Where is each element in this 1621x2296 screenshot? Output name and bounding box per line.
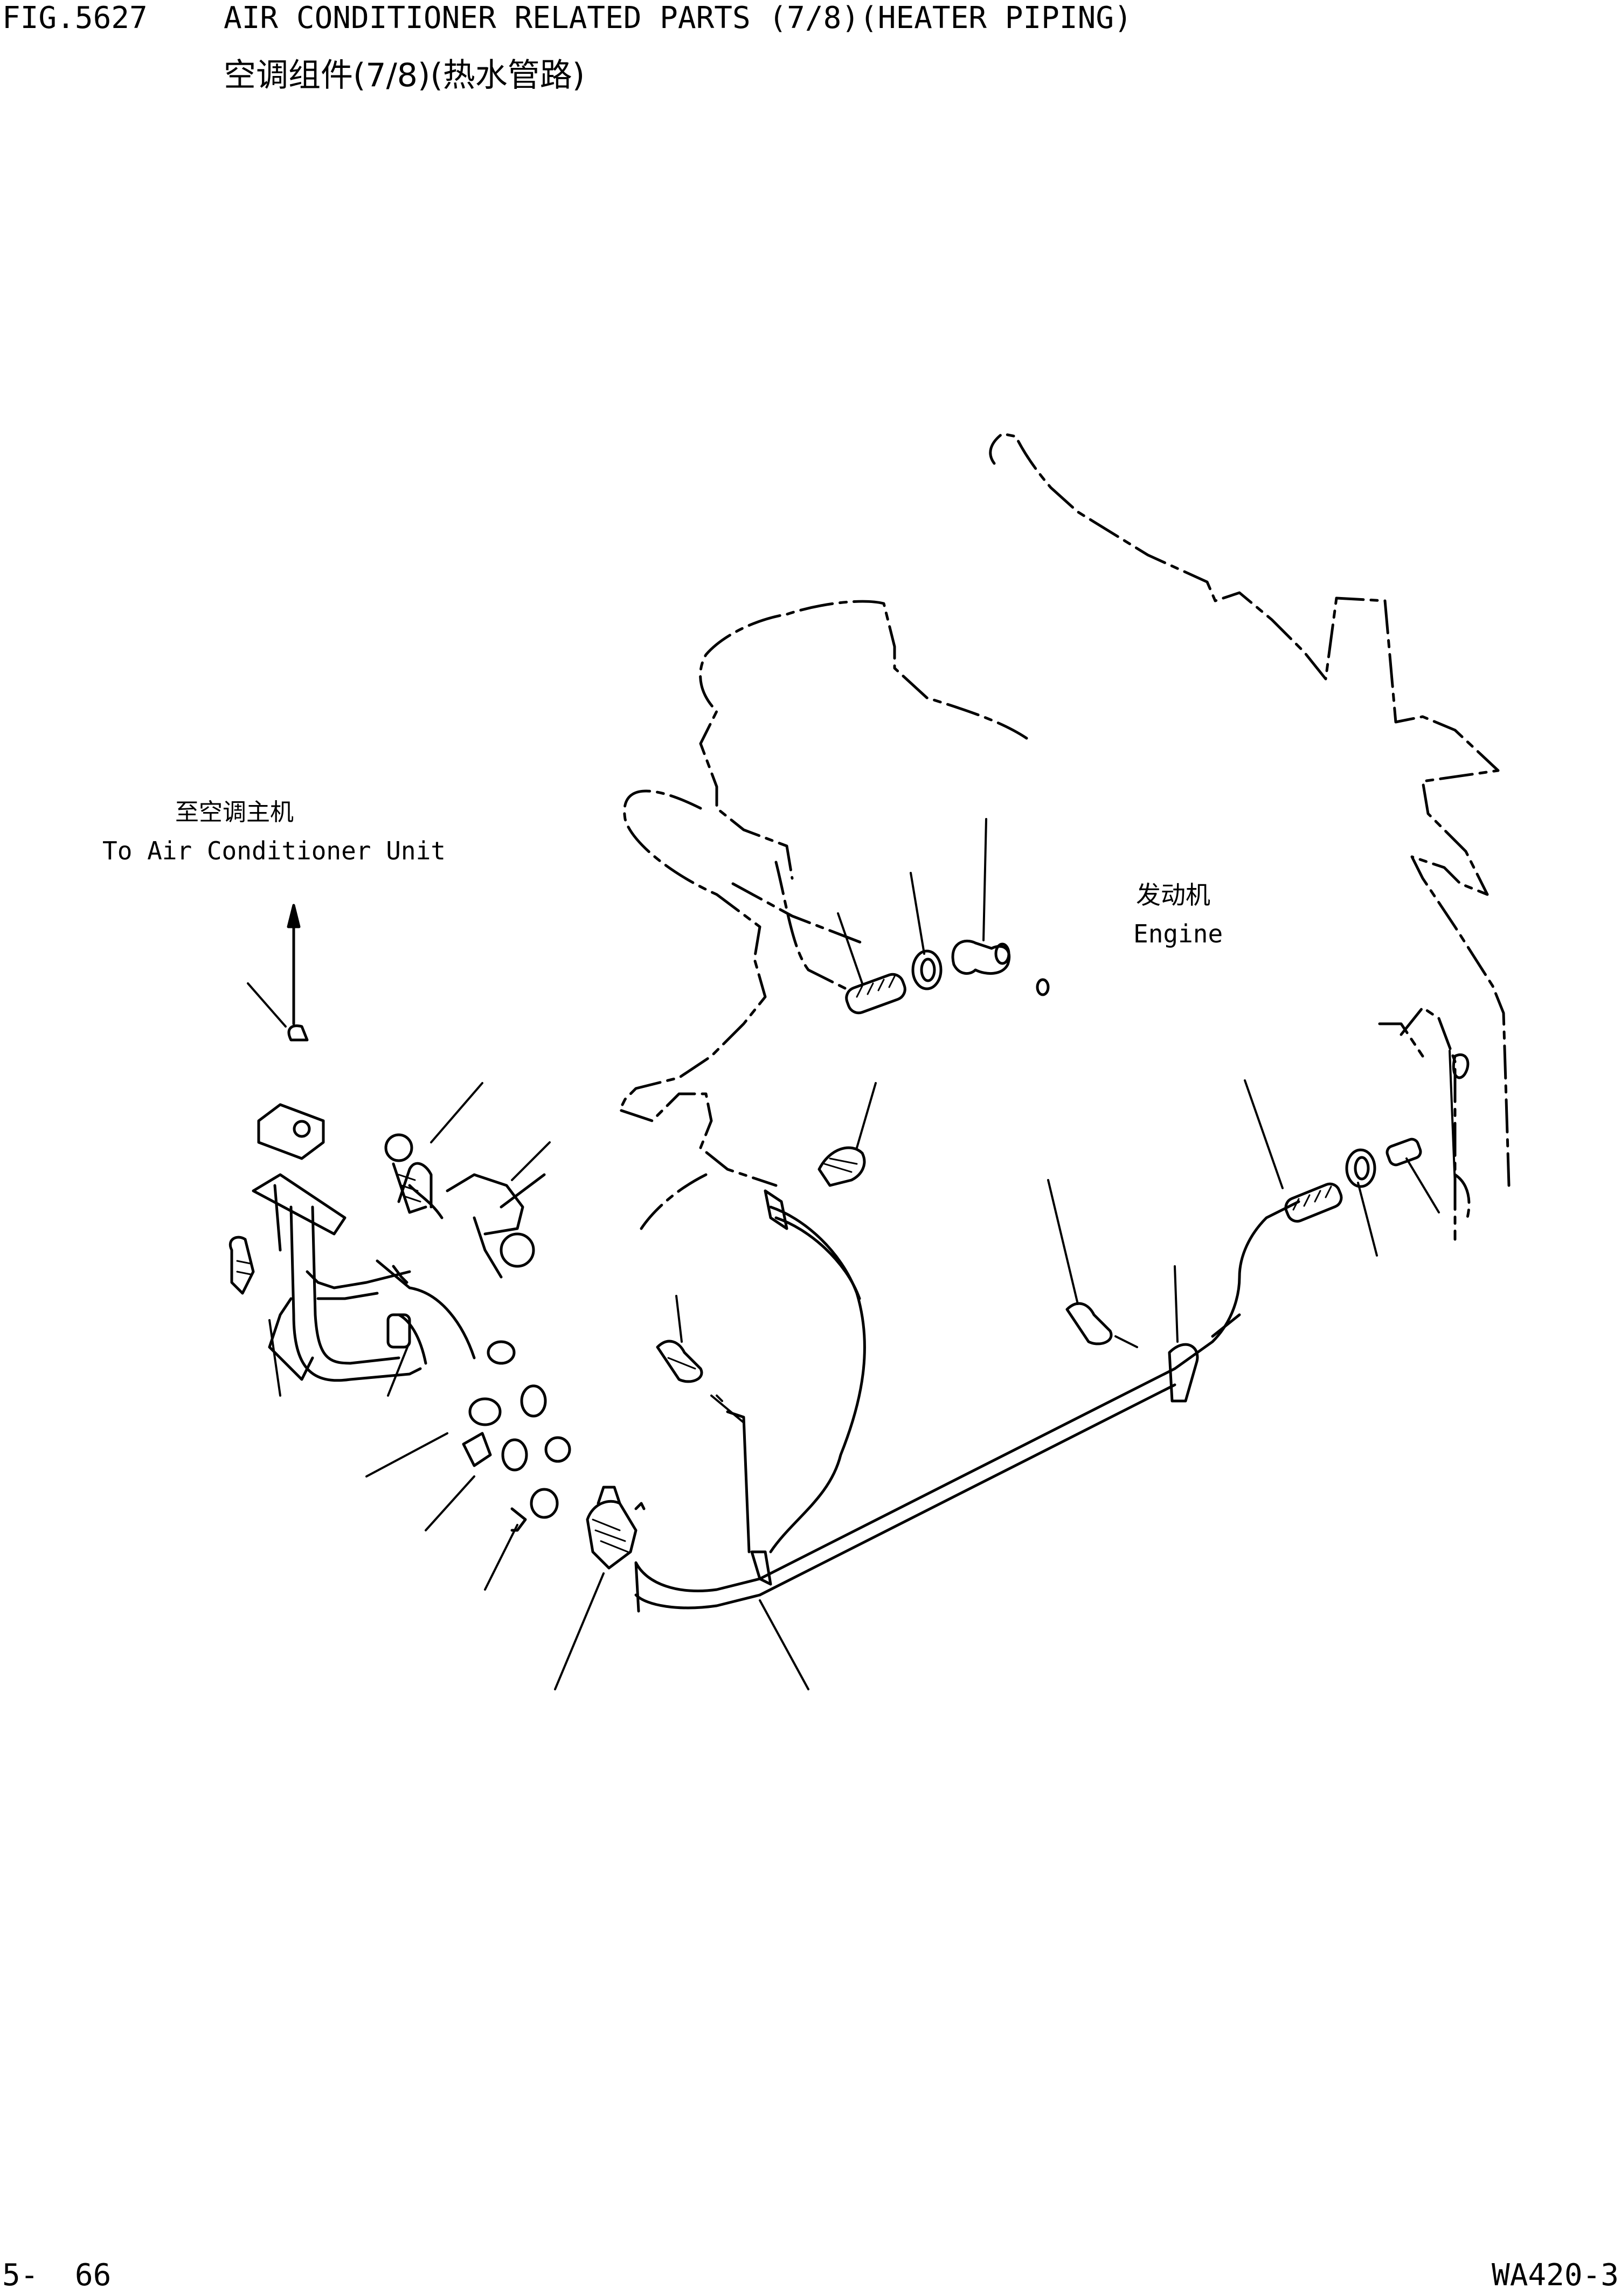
left-manifold-assembly: [229, 1024, 546, 1382]
engine-label-chinese: 发动机: [1136, 880, 1210, 910]
figure-title-chinese: 空调组件(7/8)(热水管路): [224, 57, 585, 94]
flow-arrow-icon: [287, 904, 301, 1025]
small-parts: [462, 1340, 646, 1570]
bolts-and-clips: [656, 1053, 1470, 1586]
ac-unit-label-english: To Air Conditioner Unit: [102, 836, 446, 865]
page-number: 5- 66: [2, 2258, 112, 2293]
engine-outline: [618, 432, 1511, 1241]
figure-number: FIG.5627: [2, 1, 148, 36]
heater-pipe-runs: [634, 1200, 1300, 1613]
ac-unit-label-chinese: 至空调主机: [175, 799, 294, 826]
engine-label-english: Engine: [1133, 919, 1223, 948]
callout-leaders[interactable]: [247, 818, 1456, 1690]
machine-model: WA420-3: [1492, 2258, 1619, 2293]
hose-pieces: [845, 939, 1422, 1223]
figure-title-english: AIR CONDITIONER RELATED PARTS (7/8)(HEAT…: [224, 1, 1132, 36]
